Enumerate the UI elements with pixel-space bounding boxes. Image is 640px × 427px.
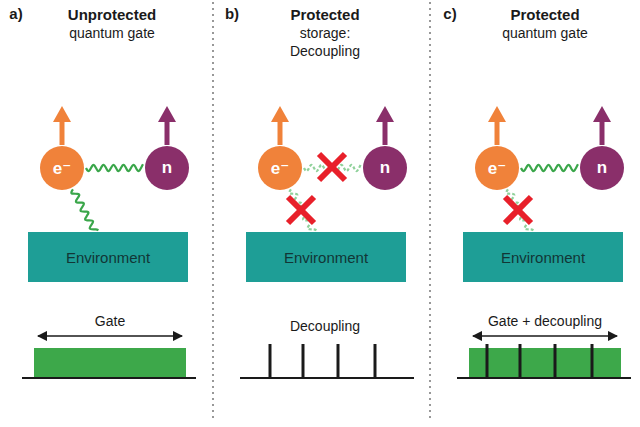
- duration-arrow: [473, 335, 617, 337]
- spin-arrow: [488, 106, 506, 145]
- spin-symbol: n: [162, 158, 172, 178]
- panel-letter: c): [443, 5, 456, 22]
- coupling-wave: [521, 164, 578, 171]
- coupling-wave: [86, 164, 143, 171]
- spin-arrow: [158, 106, 176, 145]
- decoupling-pulses: [487, 344, 592, 378]
- electron-spin: e⁻: [40, 146, 84, 190]
- spin-arrow: [271, 106, 289, 145]
- panel-title: Unprotected: [68, 6, 156, 23]
- timeline-label: Gate: [95, 313, 125, 329]
- blocked-cross: [288, 197, 314, 223]
- box-label: Environment: [66, 249, 150, 266]
- panel-letter: b): [225, 5, 239, 22]
- box-label: Environment: [284, 249, 368, 266]
- spin-symbol: e⁻: [488, 158, 506, 179]
- coupling-wave: [71, 189, 98, 230]
- environment-box: Environment: [246, 232, 406, 282]
- nuclear-spin: n: [145, 146, 189, 190]
- nuclear-spin: n: [580, 146, 624, 190]
- blocked-cross: [505, 197, 531, 223]
- gate-bar: [34, 348, 186, 377]
- gate-bar: [469, 348, 621, 377]
- spin-arrow: [53, 106, 71, 145]
- spin-symbol: n: [380, 158, 390, 178]
- panel-divider: [429, 2, 431, 420]
- panel-subtitle: Decoupling: [290, 43, 360, 59]
- blocked-cross: [319, 154, 345, 180]
- panel-title: Protected: [290, 6, 359, 23]
- box-label: Environment: [501, 249, 585, 266]
- panel-divider: [212, 2, 214, 420]
- decoupling-pulses: [270, 344, 375, 378]
- environment-box: Environment: [463, 232, 623, 282]
- spin-arrow: [593, 106, 611, 145]
- panel-subtitle: storage:: [300, 25, 351, 41]
- time-axis: [457, 377, 631, 379]
- electron-spin: e⁻: [475, 146, 519, 190]
- timeline-label: Gate + decoupling: [488, 313, 602, 329]
- panel-subtitle: quantum gate: [502, 25, 588, 41]
- panel-subtitle: quantum gate: [69, 25, 155, 41]
- spin-symbol: n: [597, 158, 607, 178]
- panel-letter: a): [9, 5, 22, 22]
- environment-box: Environment: [28, 232, 188, 282]
- timeline-label: Decoupling: [290, 318, 360, 334]
- electron-spin: e⁻: [258, 146, 302, 190]
- spin-symbol: e⁻: [271, 158, 289, 179]
- spin-symbol: e⁻: [53, 158, 71, 179]
- time-axis: [22, 377, 196, 379]
- time-axis: [240, 377, 414, 379]
- spin-arrow: [376, 106, 394, 145]
- duration-arrow: [38, 335, 182, 337]
- panel-title: Protected: [510, 6, 579, 23]
- nuclear-spin: n: [363, 146, 407, 190]
